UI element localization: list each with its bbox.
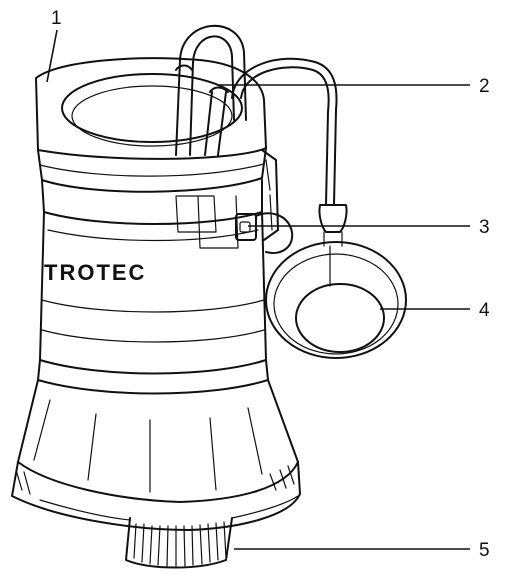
top-collar (35, 57, 267, 193)
pump-base (11, 379, 301, 569)
leader-line-1 (46, 29, 58, 83)
callout-4: 4 (479, 300, 490, 321)
brand-text: TROTEC (44, 260, 146, 285)
float-cable (231, 57, 338, 206)
callout-2: 2 (479, 76, 490, 97)
callout-5: 5 (479, 540, 490, 561)
float-switch (265, 204, 407, 359)
float-switch-clip (235, 212, 294, 254)
callout-3: 3 (479, 217, 490, 238)
motor-housing (37, 149, 279, 395)
leader-lines (46, 29, 470, 550)
callout-1: 1 (51, 8, 62, 29)
